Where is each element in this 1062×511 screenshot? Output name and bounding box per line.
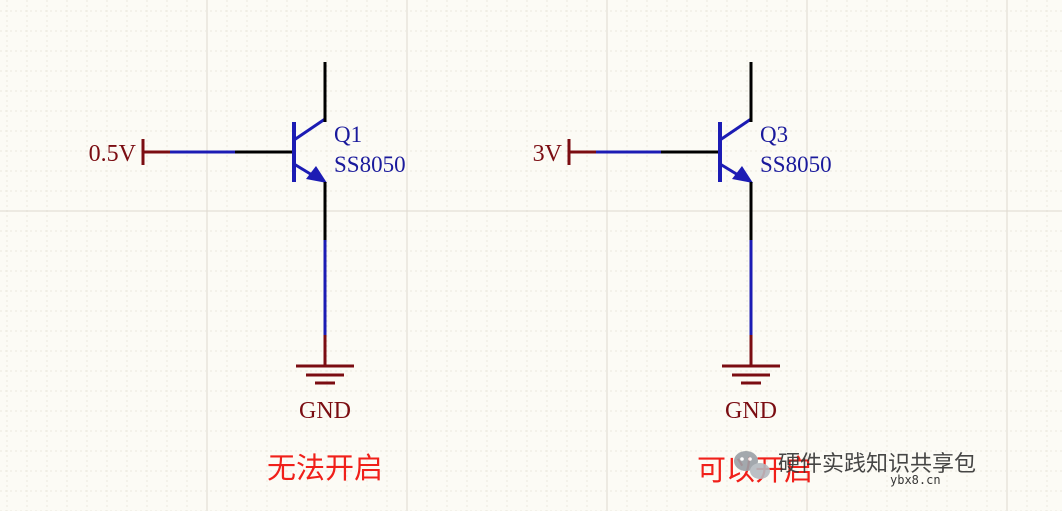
emitter-arrow: [306, 166, 327, 183]
source-voltage-label: 0.5V: [89, 141, 137, 167]
transistor-part-number: SS8050: [760, 152, 832, 177]
watermark-text: 硬件实践知识共享包: [778, 452, 976, 477]
transistor-part-number: SS8050: [334, 152, 406, 177]
ground-label: GND: [299, 398, 351, 424]
circuit-2: 3V Q3 SS8050 GND 可以开启: [533, 62, 832, 487]
transistor-designator: Q1: [334, 122, 362, 147]
circuit-caption: 无法开启: [267, 451, 383, 485]
emitter-arrow: [732, 166, 753, 183]
watermark: 硬件实践知识共享包 ybx8.cn: [734, 451, 976, 487]
transistor-collector-leg: [719, 117, 752, 142]
source-voltage-label: 3V: [533, 141, 563, 167]
transistor-designator: Q3: [760, 122, 788, 147]
circuit-1: 0.5V Q1 SS8050 GND 无法开启: [89, 62, 406, 485]
wechat-icon: [734, 451, 770, 479]
transistor-collector-leg: [293, 117, 326, 142]
ground-label: GND: [725, 398, 777, 424]
watermark-url: ybx8.cn: [890, 473, 941, 487]
